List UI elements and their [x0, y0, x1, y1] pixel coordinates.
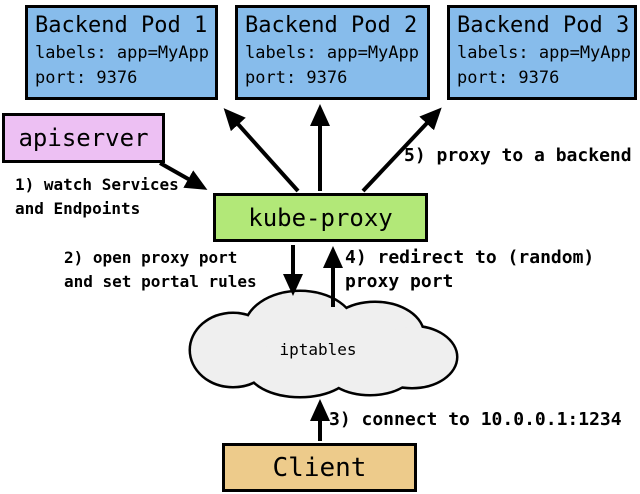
- annotation-step1-line1: 1) watch Services: [15, 175, 179, 194]
- annotation-step2-line2: and set portal rules: [64, 272, 257, 291]
- annotation-step5: 5) proxy to a backend: [404, 144, 632, 168]
- backend-pod-1-box: Backend Pod 1 labels: app=MyApp port: 93…: [25, 5, 218, 100]
- backend-pod-1-title: Backend Pod 1: [35, 13, 208, 38]
- annotation-step4: 4) redirect to (random) proxy port: [345, 246, 594, 294]
- backend-pod-2-labels: labels: app=MyApp: [245, 43, 419, 63]
- backend-pod-3-port: port: 9376: [457, 68, 560, 88]
- arrow-apiserver-to-kubeproxy: [159, 161, 208, 190]
- annotation-step4-line1: 4) redirect to (random): [345, 247, 595, 268]
- client-label: Client: [272, 452, 367, 483]
- client-box: Client: [222, 443, 417, 492]
- backend-pod-3-labels: labels: app=MyApp: [457, 43, 631, 63]
- annotation-step1-line2: and Endpoints: [15, 199, 141, 218]
- annotation-step1: 1) watch Services and Endpoints: [15, 173, 179, 221]
- backend-pod-2-port: port: 9376: [245, 68, 348, 88]
- annotation-step3-line1: 3) connect to 10.0.0.1:1234: [329, 409, 622, 430]
- backend-pod-2-box: Backend Pod 2 labels: app=MyApp port: 93…: [235, 5, 430, 100]
- kube-proxy-box: kube-proxy: [213, 193, 428, 242]
- annotation-step2-line1: 2) open proxy port: [64, 248, 238, 267]
- backend-pod-3-box: Backend Pod 3 labels: app=MyApp port: 93…: [447, 5, 637, 100]
- backend-pod-3-title: Backend Pod 3: [457, 13, 630, 38]
- annotation-step4-line2: proxy port: [345, 271, 454, 292]
- iptables-label: iptables: [279, 340, 357, 359]
- apiserver-label: apiserver: [18, 124, 149, 152]
- kube-proxy-label: kube-proxy: [248, 203, 393, 232]
- annotation-step5-line1: 5) proxy to a backend: [404, 145, 632, 166]
- iptables-cloud-fill: [191, 292, 456, 396]
- backend-pod-2-title: Backend Pod 2: [245, 13, 418, 38]
- backend-pod-1-labels: labels: app=MyApp: [35, 43, 209, 63]
- backend-pod-1-port: port: 9376: [35, 68, 138, 88]
- annotation-step2: 2) open proxy port and set portal rules: [64, 246, 257, 294]
- annotation-step3: 3) connect to 10.0.0.1:1234: [329, 408, 622, 432]
- apiserver-box: apiserver: [2, 113, 165, 163]
- arrow-kubeproxy-to-pod3: [361, 107, 442, 193]
- arrow-kubeproxy-to-pod1: [223, 108, 300, 193]
